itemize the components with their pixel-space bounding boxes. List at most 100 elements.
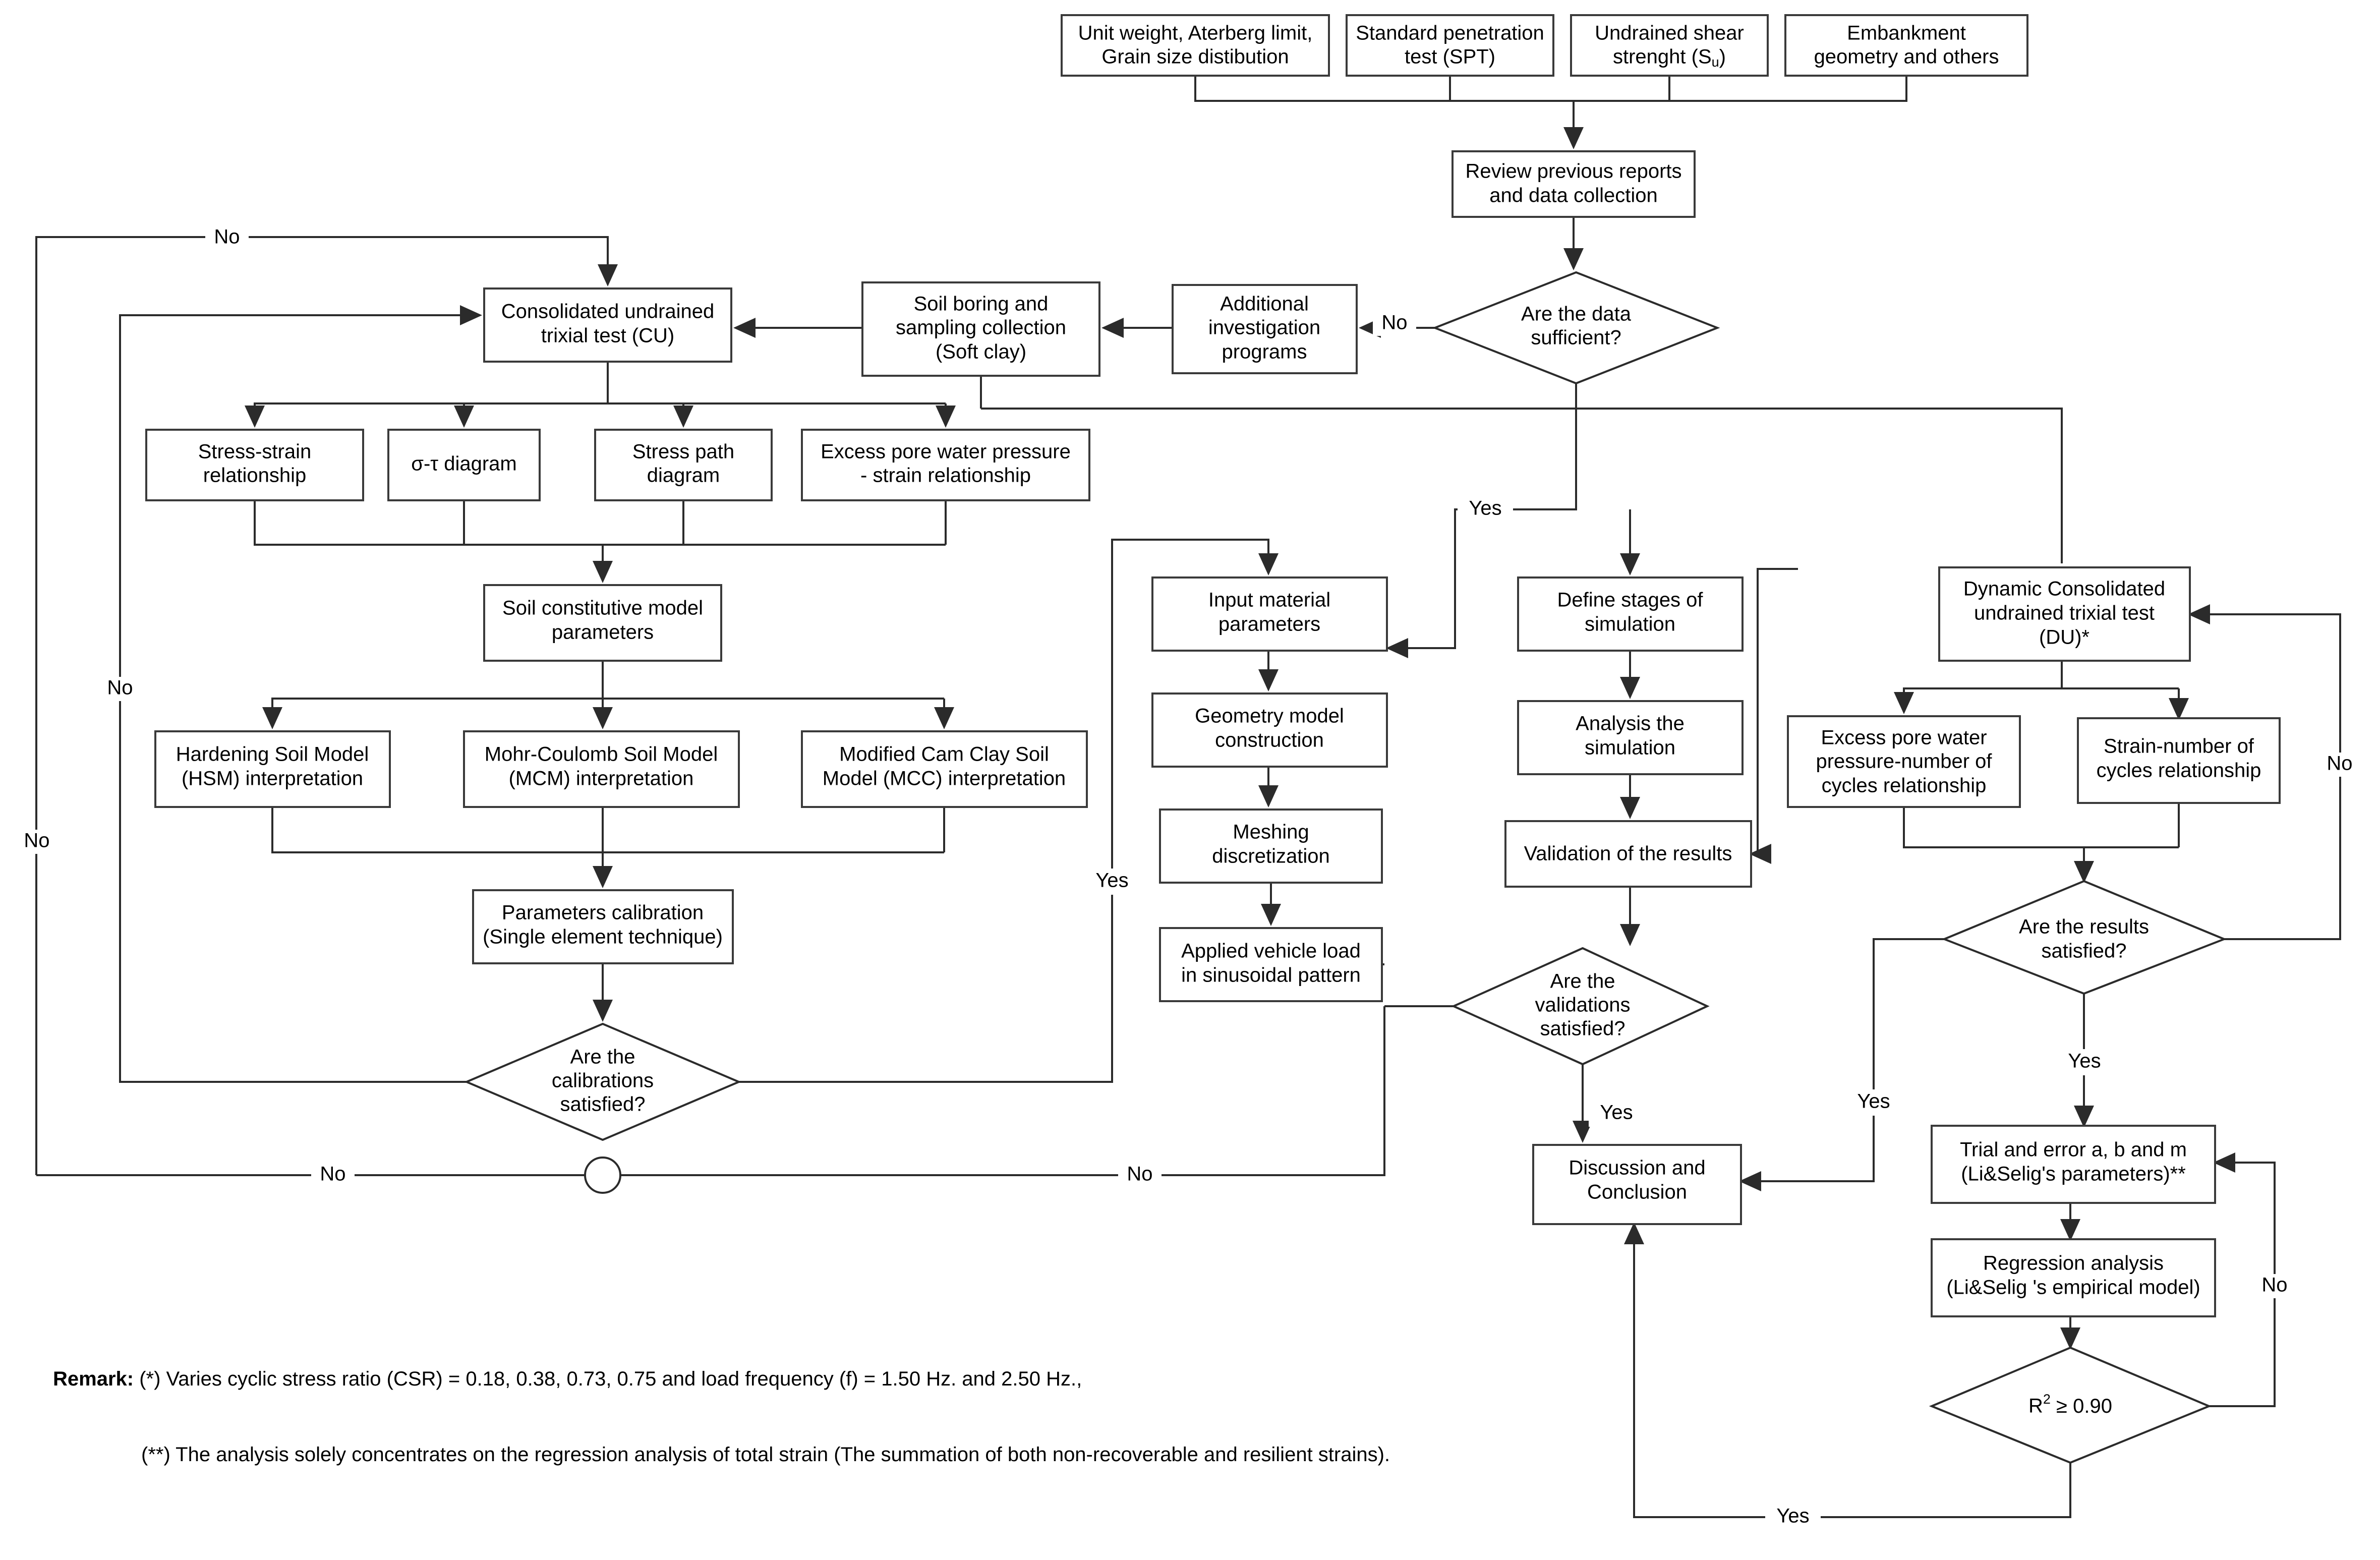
node-are-results-satisfied-line1: Are the results [2019, 916, 2149, 938]
node-are-results-satisfied[interactable]: Are the results satisfied? [1941, 880, 2227, 995]
node-regression-analysis-line1: Regression analysis [1983, 1252, 2164, 1275]
node-input-material-parameters[interactable]: Input material parameters [1151, 576, 1388, 652]
node-parameters-calibration-line2: (Single element technique) [483, 926, 723, 948]
node-soil-constitutive-params-line1: Soil constitutive model [502, 597, 703, 619]
node-excess-pore-cycles-line3: cycles relationship [1822, 775, 1987, 797]
node-offpage-connector[interactable] [584, 1157, 621, 1194]
node-excess-pore-cycles[interactable]: Excess pore water pressure-number of cyc… [1787, 715, 2021, 808]
node-meshing-discretization[interactable]: Meshing discretization [1159, 808, 1383, 884]
node-trial-and-error[interactable]: Trial and error a, b and m (Li&Selig's p… [1931, 1125, 2216, 1204]
node-embankment-geometry[interactable]: Embankment geometry and others [1784, 14, 2028, 77]
svg-text:No: No [107, 677, 133, 699]
node-stress-strain-line1: Stress-strain [198, 441, 312, 463]
edge-label-yes-loop-top: Yes [1458, 496, 1513, 523]
node-r-squared-threshold[interactable]: R2 ≥ 0.90 [1929, 1346, 2212, 1464]
node-soil-boring[interactable]: Soil boring and sampling collection (Sof… [861, 281, 1100, 377]
node-discussion-conclusion-line2: Conclusion [1587, 1181, 1687, 1203]
edge-label-no-bottom-left: No [311, 1163, 355, 1187]
node-soil-boring-line1: Soil boring and [914, 293, 1049, 315]
node-soil-constitutive-params[interactable]: Soil constitutive model parameters [483, 584, 722, 662]
node-geometry-model[interactable]: Geometry model construction [1151, 692, 1388, 768]
node-du-test-line1: Dynamic Consolidated [1963, 578, 2165, 600]
node-unit-weight-line2: Grain size distibution [1101, 46, 1289, 68]
edge-label-yes-results: Yes [2057, 1049, 2112, 1075]
node-mcc-line1: Modified Cam Clay Soil [839, 743, 1049, 766]
node-validation-results[interactable]: Validation of the results [1504, 820, 1752, 888]
node-excess-pore-strain[interactable]: Excess pore water pressure - strain rela… [801, 429, 1090, 501]
edge-label-yes-bottom: Yes [1765, 1504, 1821, 1530]
node-soil-constitutive-params-line2: parameters [552, 621, 654, 644]
node-are-calibrations-satisfied[interactable]: Are the calibrations satisfied? [463, 1022, 742, 1141]
node-mcc-line2: Model (MCC) interpretation [823, 768, 1066, 790]
node-are-data-sufficient-line2: sufficient? [1531, 327, 1621, 349]
edge-label-no-data: No [1373, 312, 1416, 336]
node-stress-path-line2: diagram [647, 465, 720, 487]
node-are-data-sufficient-line1: Are the data [1521, 303, 1632, 325]
node-strain-cycles-line2: cycles relationship [2097, 760, 2261, 782]
node-geometry-model-line1: Geometry model [1195, 705, 1344, 727]
node-strain-cycles[interactable]: Strain-number of cycles relationship [2077, 717, 2281, 804]
node-spt-line1: Standard penetration [1356, 22, 1544, 44]
node-review-reports[interactable]: Review previous reports and data collect… [1452, 150, 1696, 218]
node-stress-path[interactable]: Stress path diagram [594, 429, 773, 501]
svg-text:No: No [2327, 753, 2352, 775]
node-regression-analysis-line2: (Li&Selig 's empirical model) [1946, 1277, 2200, 1299]
svg-text:No: No [320, 1163, 345, 1185]
node-are-validations-satisfied-line1: Are the [1550, 970, 1615, 993]
svg-text:No: No [1381, 312, 1407, 334]
node-additional-investigation-line1: Additional [1220, 293, 1309, 315]
node-parameters-calibration[interactable]: Parameters calibration (Single element t… [472, 889, 734, 964]
node-sigma-tau-diagram[interactable]: σ-τ diagram [387, 429, 541, 501]
node-sigma-tau-diagram-label: σ-τ diagram [411, 453, 516, 475]
node-are-validations-satisfied[interactable]: Are the validations satisfied? [1451, 947, 1710, 1066]
edge-label-no-du-right: No [2318, 753, 2361, 777]
node-strain-cycles-line1: Strain-number of [2104, 735, 2254, 758]
node-undrained-shear-strength[interactable]: Undrained shear strenght (Su) [1570, 14, 1769, 77]
node-hsm[interactable]: Hardening Soil Model (HSM) interpretatio… [154, 730, 391, 808]
node-are-calibrations-satisfied-line1: Are the [570, 1046, 635, 1068]
node-cu-test[interactable]: Consolidated undrained trixial test (CU) [483, 287, 732, 363]
node-are-results-satisfied-line2: satisfied? [2042, 940, 2127, 962]
node-undrained-shear-strength-line2: strenght (Su) [1613, 46, 1726, 70]
node-discussion-conclusion[interactable]: Discussion and Conclusion [1532, 1144, 1742, 1225]
node-are-calibrations-satisfied-line2: calibrations [552, 1070, 654, 1092]
node-mcc[interactable]: Modified Cam Clay Soil Model (MCC) inter… [801, 730, 1088, 808]
svg-text:Yes: Yes [1600, 1102, 1633, 1124]
node-excess-pore-strain-line2: - strain relationship [860, 465, 1031, 487]
node-are-calibrations-satisfied-line3: satisfied? [560, 1093, 646, 1116]
node-define-stages-line2: simulation [1585, 613, 1675, 635]
node-are-data-sufficient[interactable]: Are the data sufficient? [1432, 271, 1720, 385]
node-meshing-discretization-line2: discretization [1212, 845, 1329, 868]
node-spt[interactable]: Standard penetration test (SPT) [1346, 14, 1554, 77]
node-review-reports-line2: and data collection [1489, 185, 1658, 207]
node-input-material-parameters-line1: Input material [1208, 589, 1330, 611]
remark-line-2: (**) The analysis solely concentrates on… [141, 1443, 1390, 1466]
node-trial-and-error-line2: (Li&Selig's parameters)** [1961, 1163, 2186, 1185]
node-analysis-simulation[interactable]: Analysis the simulation [1517, 700, 1744, 775]
node-du-test[interactable]: Dynamic Consolidated undrained trixial t… [1938, 566, 2191, 662]
edge-label-yes-calibration: Yes [1084, 869, 1140, 895]
node-spt-line2: test (SPT) [1405, 46, 1495, 68]
node-additional-investigation[interactable]: Additional investigation programs [1172, 284, 1358, 374]
edge-label-no-far-left: No [15, 830, 59, 854]
node-applied-vehicle-load[interactable]: Applied vehicle load in sinusoidal patte… [1159, 927, 1383, 1002]
node-trial-and-error-line1: Trial and error a, b and m [1960, 1139, 2187, 1161]
node-review-reports-line1: Review previous reports [1465, 160, 1681, 183]
node-layer: Unit weight, Aterberg limit, Grain size … [145, 14, 2281, 1464]
node-define-stages-line1: Define stages of [1557, 589, 1703, 611]
node-parameters-calibration-line1: Parameters calibration [502, 902, 704, 924]
svg-text:No: No [1127, 1163, 1152, 1185]
edge-label-no-mid-left: No [98, 677, 142, 701]
node-mcm[interactable]: Mohr-Coulomb Soil Model (MCM) interpreta… [463, 730, 740, 808]
node-stress-strain[interactable]: Stress-strain relationship [145, 429, 364, 501]
node-excess-pore-cycles-line1: Excess pore water [1821, 727, 1987, 749]
remark-text-2: (**) The analysis solely concentrates on… [141, 1443, 1390, 1466]
edge-label-no-bottom-right: No [1118, 1163, 1162, 1187]
node-define-stages[interactable]: Define stages of simulation [1517, 576, 1744, 652]
node-excess-pore-strain-line1: Excess pore water pressure [821, 441, 1071, 463]
node-geometry-model-line2: construction [1215, 729, 1324, 752]
node-hsm-line2: (HSM) interpretation [182, 768, 363, 790]
node-unit-weight[interactable]: Unit weight, Aterberg limit, Grain size … [1061, 14, 1330, 77]
node-regression-analysis[interactable]: Regression analysis (Li&Selig 's empiric… [1931, 1238, 2216, 1317]
